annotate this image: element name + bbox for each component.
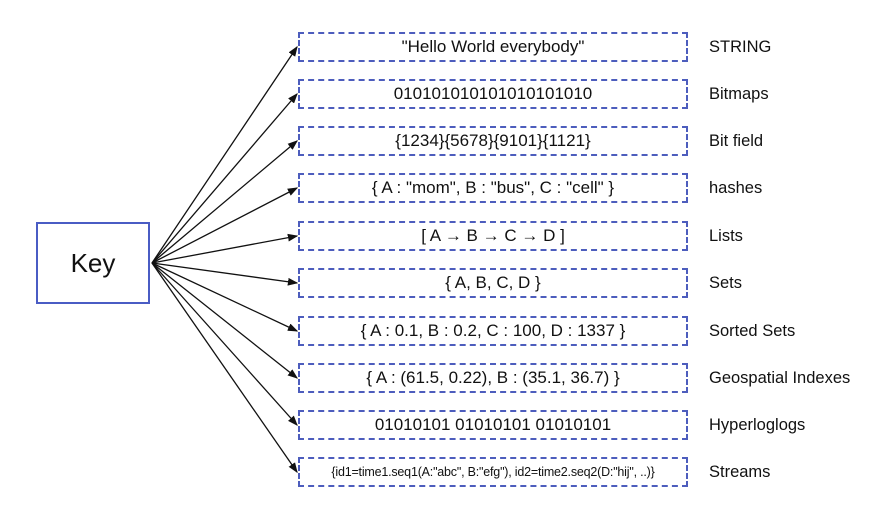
- value-box-sorted-sets: { A : 0.1, B : 0.2, C : 100, D : 1337 }: [298, 316, 688, 346]
- connector-line: [151, 45, 298, 264]
- type-label-bitmaps: Bitmaps: [709, 85, 769, 103]
- value-box-hashes: { A : "mom", B : "bus", C : "cell" }: [298, 173, 688, 203]
- value-text-hashes: { A : "mom", B : "bus", C : "cell" }: [371, 178, 615, 197]
- connector-line: [151, 262, 299, 286]
- value-text-streams: {id1=time1.seq1(A:"abc", B:"efg"), id2=t…: [331, 465, 655, 479]
- value-text-hyperloglogs: 01010101 01010101 01010101: [374, 415, 612, 434]
- key-label: Key: [70, 247, 116, 278]
- connector-line: [151, 233, 299, 264]
- key-box: Key: [36, 222, 150, 304]
- value-box-geospatial: { A : (61.5, 0.22), B : (35.1, 36.7) }: [298, 363, 688, 393]
- type-label-streams: Streams: [709, 463, 771, 481]
- type-label-hashes: hashes: [709, 179, 763, 197]
- connector-line: [151, 262, 298, 426]
- value-text-bitmaps: 010101010101010101010: [393, 84, 593, 103]
- value-text-geospatial: { A : (61.5, 0.22), B : (35.1, 36.7) }: [366, 368, 620, 387]
- value-box-bitmaps: 010101010101010101010: [298, 79, 688, 109]
- connector-line: [151, 93, 298, 264]
- type-label-sorted-sets: Sorted Sets: [709, 322, 796, 340]
- connector-line: [151, 187, 299, 264]
- connector-line: [151, 262, 298, 474]
- value-box-hyperloglogs: 01010101 01010101 01010101: [298, 410, 688, 440]
- value-box-bit-field: {1234}{5678}{9101}{1121}: [298, 126, 688, 156]
- value-text-lists: [ A → B → C → D ]: [421, 226, 565, 245]
- type-label-geospatial: Geospatial Indexes: [709, 369, 851, 387]
- type-label-bit-field: Bit field: [709, 132, 764, 150]
- value-text-sets: { A, B, C, D }: [445, 273, 541, 292]
- type-label-string: STRING: [709, 38, 772, 56]
- value-box-sets: { A, B, C, D }: [298, 268, 688, 298]
- type-label-lists: Lists: [709, 227, 743, 245]
- type-label-sets: Sets: [709, 274, 743, 292]
- connector-line: [151, 262, 299, 379]
- value-text-string: "Hello World everybody": [401, 37, 585, 56]
- type-label-hyperloglogs: Hyperloglogs: [709, 416, 806, 434]
- value-text-sorted-sets: { A : 0.1, B : 0.2, C : 100, D : 1337 }: [360, 321, 626, 340]
- value-box-lists: [ A → B → C → D ]: [298, 221, 688, 251]
- value-text-bit-field: {1234}{5678}{9101}{1121}: [395, 131, 591, 150]
- connector-line: [151, 262, 299, 332]
- connector-line: [151, 140, 298, 264]
- value-box-string: "Hello World everybody": [298, 32, 688, 62]
- value-box-streams: {id1=time1.seq1(A:"abc", B:"efg"), id2=t…: [298, 457, 688, 487]
